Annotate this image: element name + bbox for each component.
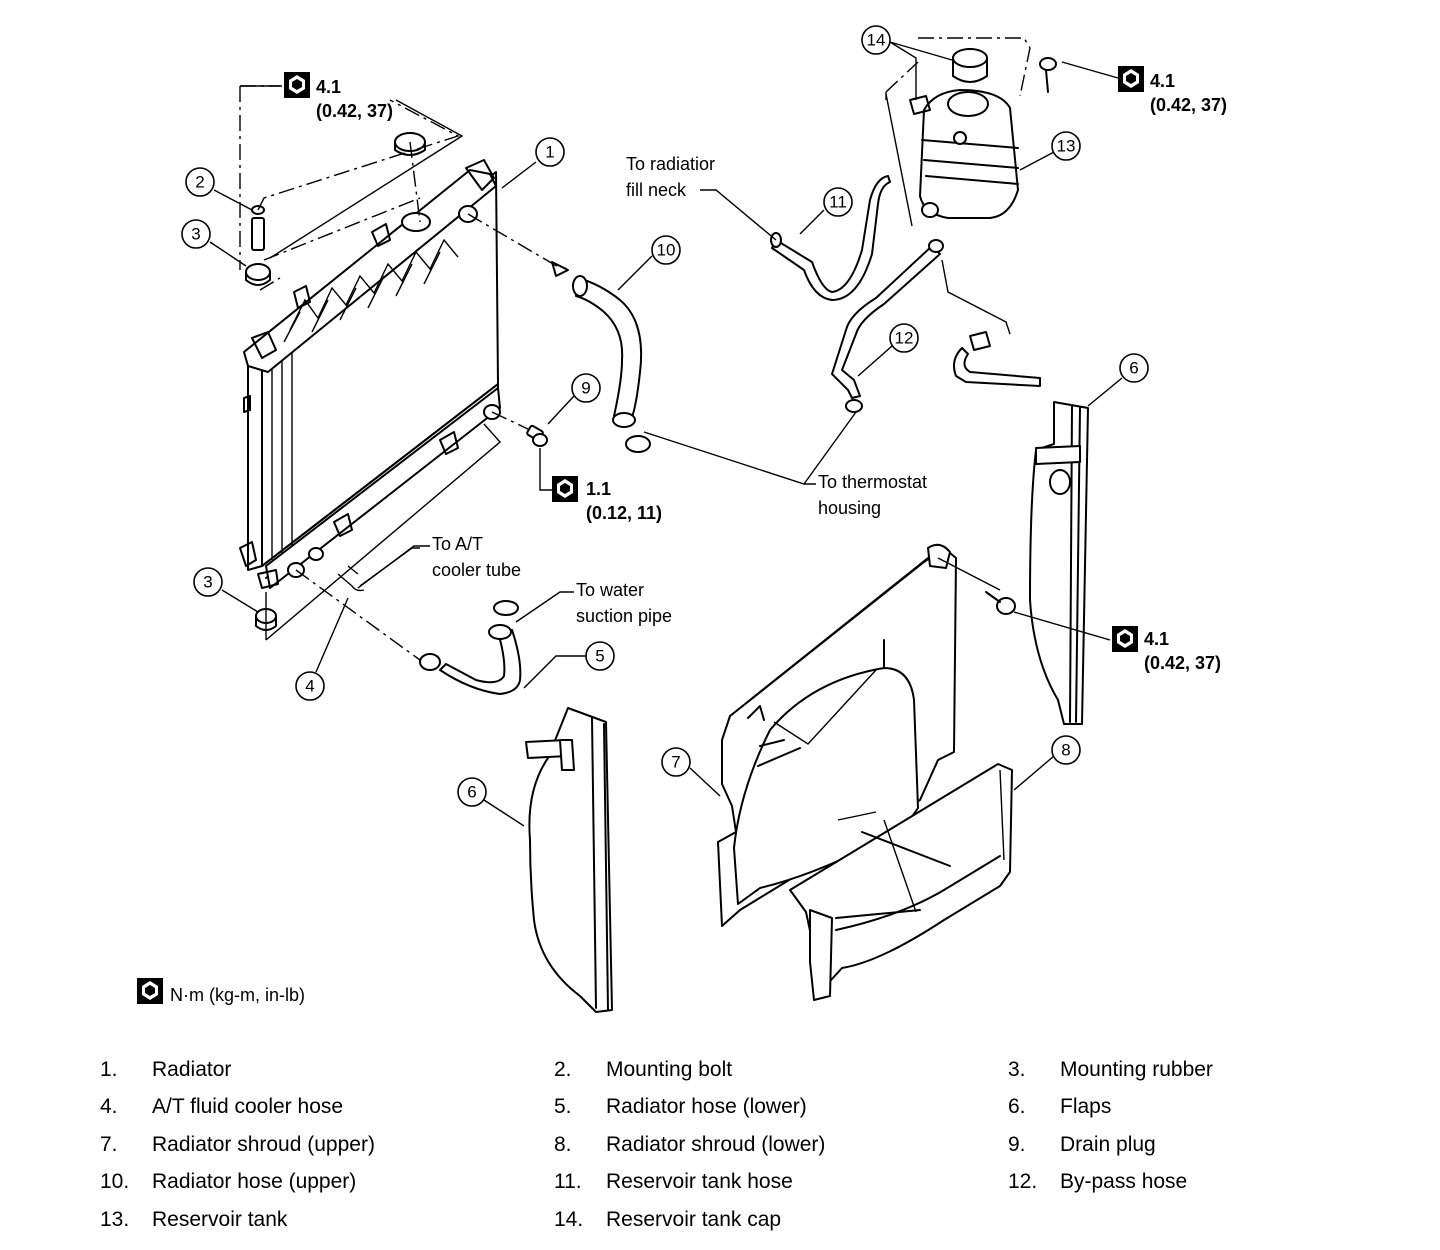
torque-wrench-icon xyxy=(137,978,163,1004)
torque-wrench-icon xyxy=(552,476,578,502)
svg-text:5: 5 xyxy=(595,647,604,666)
reservoir-drain-hose xyxy=(941,259,1041,387)
svg-text:9: 9 xyxy=(581,379,590,398)
by-pass-hose xyxy=(831,239,944,413)
units-legend: N·m (kg-m, in-lb) xyxy=(137,978,305,1005)
reservoir-tank-hose xyxy=(770,175,891,301)
callout-1: 1 xyxy=(501,137,565,189)
svg-text:(0.12, 11): (0.12, 11) xyxy=(586,503,662,523)
note-radiator-fill-neck: To radiatior fill neck xyxy=(626,154,777,241)
callout-6-left: 6 xyxy=(457,777,525,827)
callout-7: 7 xyxy=(661,747,721,797)
svg-text:(0.42, 37): (0.42, 37) xyxy=(316,101,393,121)
svg-text:3: 3 xyxy=(203,573,212,592)
callout-3-lower: 3 xyxy=(193,567,259,613)
svg-text:4: 4 xyxy=(305,677,314,696)
torque-wrench-icon xyxy=(1112,626,1138,652)
flap-left xyxy=(525,707,613,1013)
mounting-bolt xyxy=(251,205,265,251)
svg-text:4.1: 4.1 xyxy=(316,77,341,97)
callout-14: 14 xyxy=(861,25,953,100)
svg-text:(0.42, 37): (0.42, 37) xyxy=(1144,653,1221,673)
exploded-view-diagram: 1 2 3 3 4 5 6 6 7 8 xyxy=(137,25,1227,1013)
note-thermostat-housing: To thermostat housing xyxy=(643,411,927,518)
svg-text:13: 13 xyxy=(1057,137,1076,156)
callout-4: 4 xyxy=(295,597,349,701)
reservoir-tank xyxy=(909,89,1019,219)
svg-text:cooler tube: cooler tube xyxy=(432,560,521,580)
svg-text:8: 8 xyxy=(1061,741,1070,760)
callout-9: 9 xyxy=(547,373,601,425)
svg-text:10: 10 xyxy=(657,241,676,260)
svg-text:N·m (kg-m, in-lb): N·m (kg-m, in-lb) xyxy=(170,985,305,1005)
svg-text:housing: housing xyxy=(818,498,881,518)
radiator-hose-upper xyxy=(467,213,651,453)
svg-text:4.1: 4.1 xyxy=(1150,71,1175,91)
svg-text:12: 12 xyxy=(895,329,914,348)
svg-text:7: 7 xyxy=(671,753,680,772)
shroud-mounting-bolt xyxy=(985,591,1016,615)
torque-wrench-icon xyxy=(284,72,310,98)
drain-plug xyxy=(491,411,548,447)
mounting-rubber-upper xyxy=(245,263,271,286)
svg-text:2: 2 xyxy=(195,173,204,192)
torque-spec-shroud-bolt: 4.1 (0.42, 37) xyxy=(1013,611,1221,673)
torque-spec-drain-plug: 1.1 (0.12, 11) xyxy=(539,448,662,523)
callout-10: 10 xyxy=(617,235,681,291)
callout-5: 5 xyxy=(523,641,615,689)
svg-text:To thermostat: To thermostat xyxy=(818,472,927,492)
radiator xyxy=(239,159,501,589)
callout-3-upper: 3 xyxy=(181,219,247,267)
callout-12: 12 xyxy=(857,323,919,377)
svg-text:suction pipe: suction pipe xyxy=(576,606,672,626)
callout-8: 8 xyxy=(1013,735,1081,791)
svg-text:To A/T: To A/T xyxy=(432,534,483,554)
svg-text:14: 14 xyxy=(867,31,886,50)
callout-11: 11 xyxy=(799,187,853,235)
reservoir-tank-cap xyxy=(952,48,988,83)
callout-13: 13 xyxy=(1019,131,1081,171)
radiator-shroud-lower xyxy=(789,763,1013,1001)
svg-text:1: 1 xyxy=(545,143,554,162)
note-water-suction-pipe: To water suction pipe xyxy=(515,580,672,626)
svg-text:6: 6 xyxy=(467,783,476,802)
svg-text:1.1: 1.1 xyxy=(586,479,611,499)
svg-text:6: 6 xyxy=(1129,359,1138,378)
torque-spec-radiator-bolt: 4.1 (0.42, 37) xyxy=(240,72,393,121)
radiator-hose-lower xyxy=(295,569,522,695)
svg-text:4.1: 4.1 xyxy=(1144,629,1169,649)
callout-2: 2 xyxy=(185,167,253,211)
svg-text:fill neck: fill neck xyxy=(626,180,687,200)
flap-right xyxy=(1029,401,1089,725)
reservoir-mounting-bolt xyxy=(1039,57,1057,93)
svg-text:11: 11 xyxy=(829,193,847,212)
svg-text:To radiatior: To radiatior xyxy=(626,154,715,174)
callout-6-right: 6 xyxy=(1087,353,1149,407)
note-at-cooler-tube: To A/T cooler tube xyxy=(357,534,521,589)
svg-text:3: 3 xyxy=(191,225,200,244)
torque-spec-reservoir-bolt: 4.1 (0.42, 37) xyxy=(1061,61,1227,115)
svg-text:To water: To water xyxy=(576,580,644,600)
svg-text:(0.42, 37): (0.42, 37) xyxy=(1150,95,1227,115)
torque-wrench-icon xyxy=(1118,66,1144,92)
